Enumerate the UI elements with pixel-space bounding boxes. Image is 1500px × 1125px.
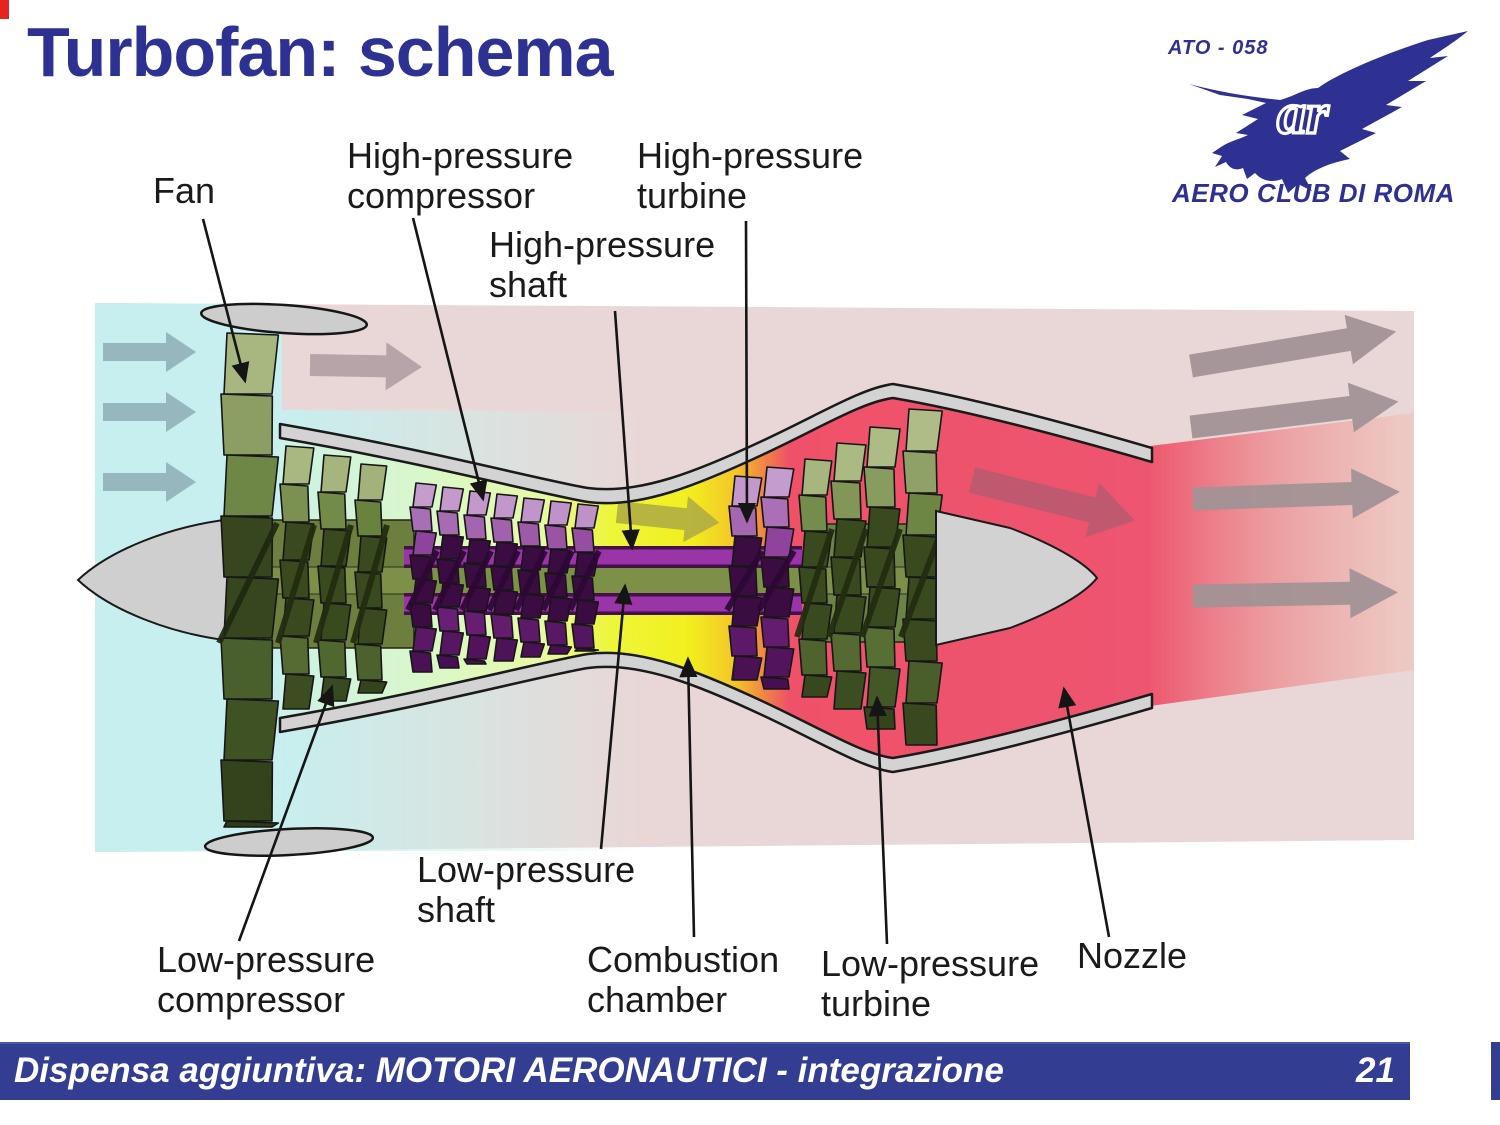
intake-flow-arrow [103,462,196,502]
exhaust-flow-arrow [1192,468,1400,519]
nacelle-lip-top [199,302,369,336]
blade-stack-fan [216,332,280,828]
blade-stack-hp-compressor [513,497,548,658]
leader-hp-compressor [411,217,488,502]
blade-stack-lp-turbine [859,426,903,730]
label-lp-compressor: Low-pressure compressor [157,939,376,1020]
blade-stack-hp-compressor [405,482,440,673]
exhaust-flow-arrow [1189,314,1397,378]
logo-org-name: AERO CLUB DI ROMA [1172,178,1455,208]
blade-stack-lp-compressor [275,445,317,710]
leader-combustion-chamber [679,656,698,938]
blade-stack-hp-compressor [486,493,521,662]
leader-nozzle [1058,686,1111,938]
blade-stack-hp-turbine [724,475,765,681]
exhaust-plume [1150,413,1414,706]
page-title: Turbofan: schema [27,13,614,91]
blade-stack-hp-turbine [756,466,797,690]
eagle-icon: ar [1189,31,1468,193]
label-lp-turbine: Low-pressure turbine [821,943,1040,1024]
blade-stack-lp-compressor [350,463,390,694]
corner-mark [0,0,9,19]
label-hp-turbine: High-pressure turbine [637,135,864,216]
intake-flow-arrow [103,332,196,372]
label-combustion-chamber: Combustion chamber [587,939,780,1020]
blade-stack-hp-compressor [567,503,602,652]
blade-stack-lp-turbine [826,442,869,710]
core-exhaust-flow-arrow [968,467,1136,538]
blade-stack-hp-compressor [540,500,575,655]
page-number: 21 [1356,1051,1395,1090]
leader-lp-turbine [868,695,889,945]
blade-stack-lp-compressor [313,454,354,702]
leader-hp-shaft [613,310,640,551]
label-hp-shaft: High-pressure shaft [489,224,716,305]
label-hp-compressor: High-pressure compressor [347,135,574,216]
footer-edge-sliver [1491,1042,1500,1100]
label-nozzle: Nozzle [1077,935,1188,976]
blade-stack-lp-turbine [794,458,835,698]
nacelle-lip-bottom [203,827,375,857]
blade-stack-lp-turbine [898,408,945,746]
leader-lines [201,217,1111,945]
combustor-flow-arrow [615,496,720,543]
footer-text: Dispensa aggiuntiva: MOTORI AERONAUTICI … [14,1051,1004,1090]
footer-bar: Dispensa aggiuntiva: MOTORI AERONAUTICI … [0,1042,1410,1100]
leader-fan [201,218,250,384]
intake-flow-arrow [103,392,196,432]
logo-monogram: ar [1277,81,1329,146]
exhaust-flow-arrow [1192,568,1398,619]
leader-lp-shaft [599,583,633,850]
leader-hp-turbine [737,220,757,524]
aeroclub-logo: ar ATO - 058 AERO CLUB DI ROMA [1150,25,1490,210]
blade-stack-hp-compressor [432,486,467,669]
core-casing-top [278,382,1154,505]
exhaust-flow-arrow [1189,382,1399,439]
label-fan: Fan [153,170,216,211]
nozzle-plug-cone [935,509,1099,647]
label-lp-shaft: Low-pressure shaft [417,849,636,930]
bypass-flow-arrow [309,342,422,391]
leader-lp-compressor [237,684,335,942]
logo-code: ATO - 058 [1168,37,1269,59]
